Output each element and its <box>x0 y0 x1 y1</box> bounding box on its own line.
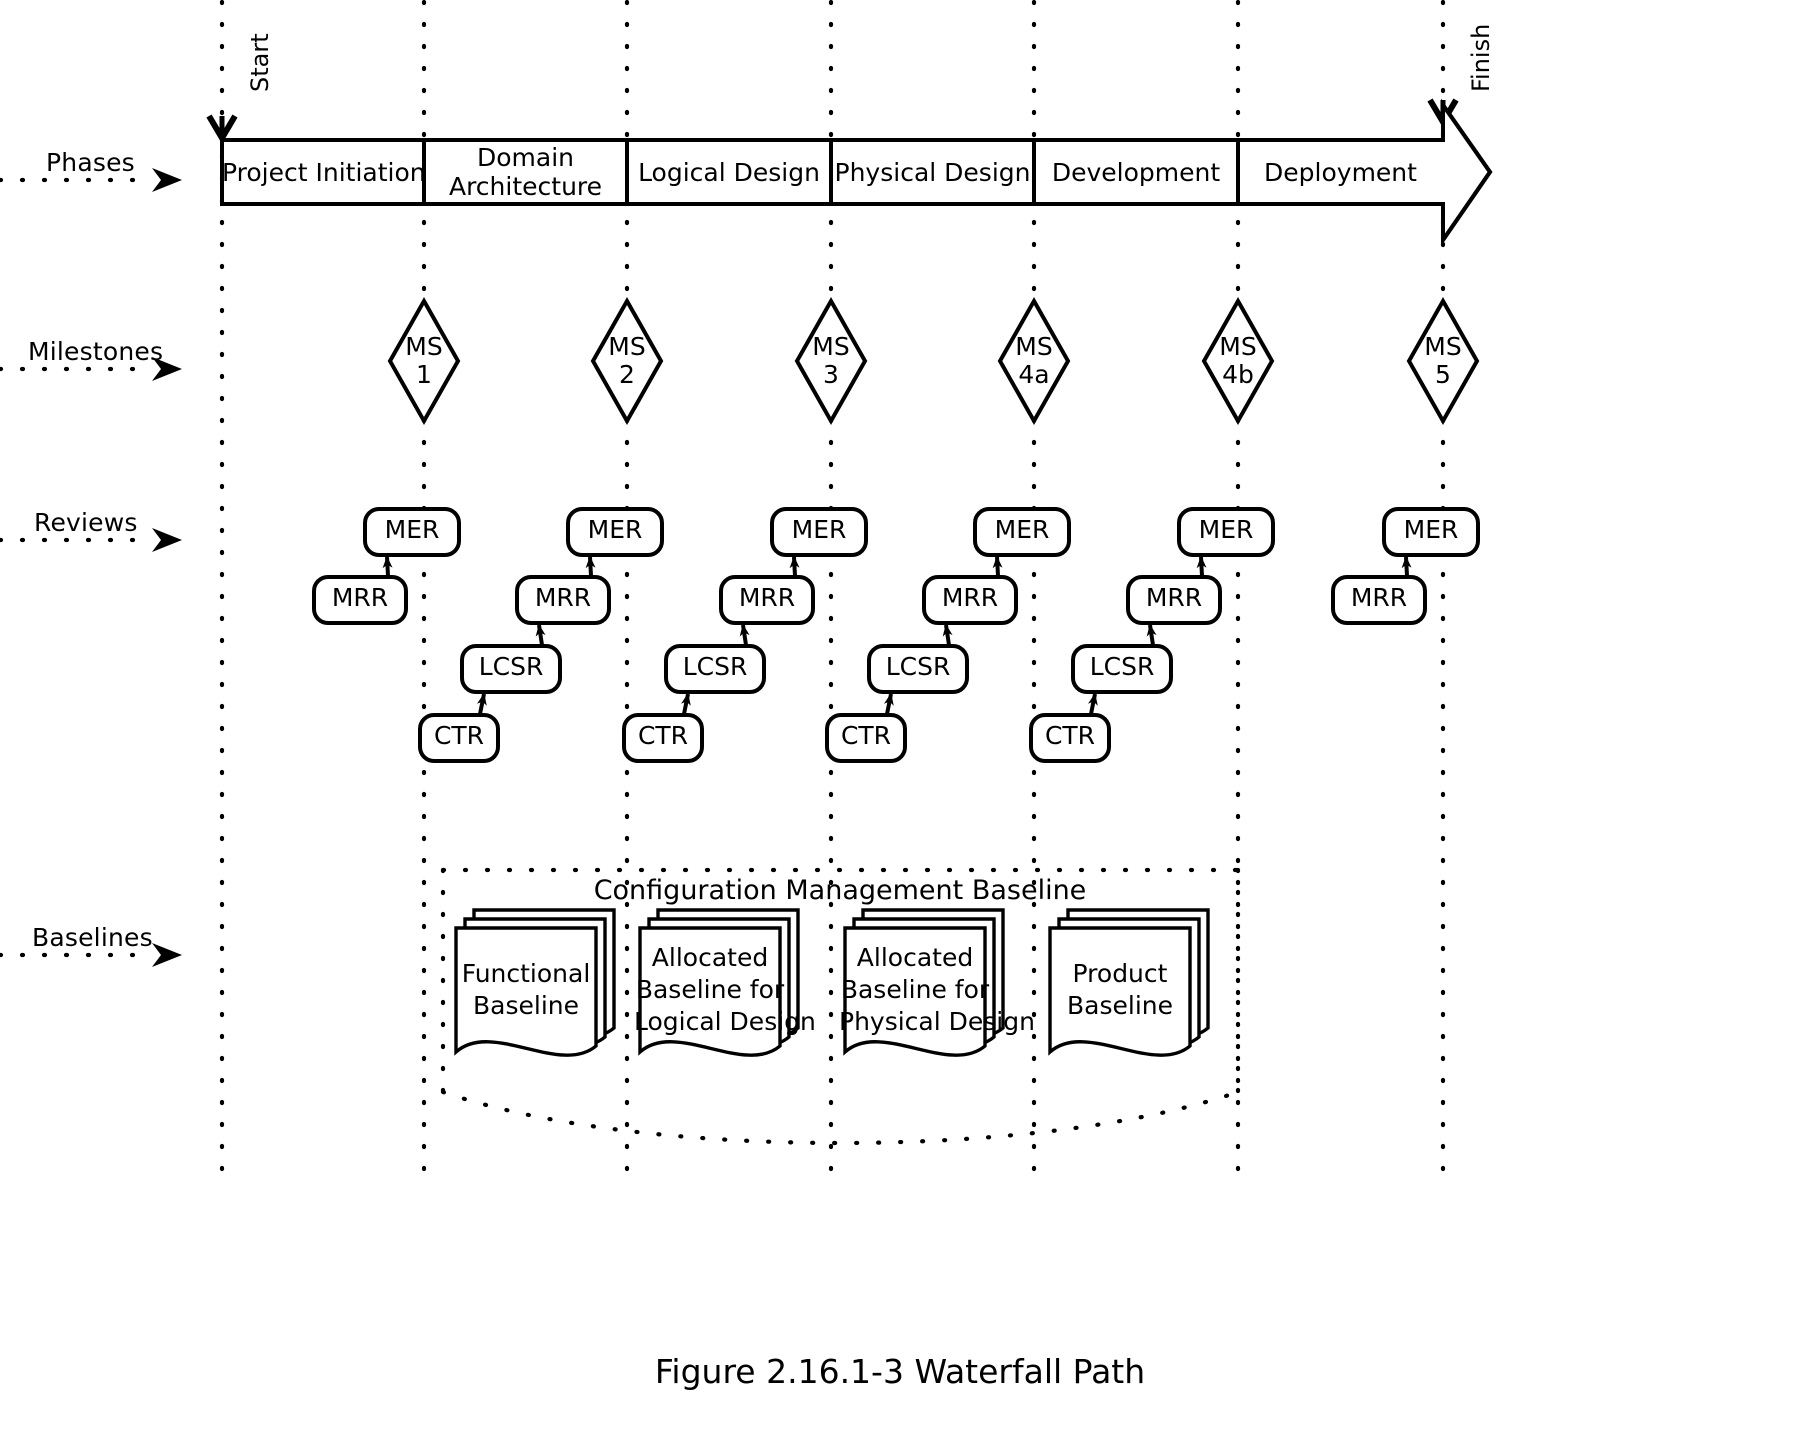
review-box-mer[interactable]: MER <box>1198 515 1254 544</box>
cm-baseline-title: Configuration Management Baseline <box>593 875 1087 906</box>
milestone-number: 2 <box>619 360 635 389</box>
review-box-ctr[interactable]: CTR <box>840 721 892 750</box>
review-box-ctr[interactable]: CTR <box>637 721 689 750</box>
milestone-code: MS <box>1219 332 1257 361</box>
phase-label: Physical Design <box>834 158 1031 187</box>
phase-label: Deployment <box>1264 158 1417 187</box>
phase-cell-5[interactable]: Development <box>1034 158 1238 188</box>
review-box-ctr[interactable]: CTR <box>433 721 485 750</box>
review-box-lcsr[interactable]: LCSR <box>682 652 748 681</box>
review-box-mer[interactable]: MER <box>384 515 440 544</box>
review-box-mrr[interactable]: MRR <box>534 583 592 612</box>
baseline-doc-label: Logical Design <box>634 1007 816 1036</box>
baseline-doc-label: Allocated <box>856 943 974 972</box>
milestone-number: 4a <box>1018 360 1050 389</box>
milestone-number: 3 <box>823 360 839 389</box>
review-box-lcsr[interactable]: LCSR <box>478 652 544 681</box>
phase-label: Development <box>1051 158 1221 187</box>
review-box-mer[interactable]: MER <box>791 515 847 544</box>
milestone-code: MS <box>405 332 443 361</box>
phase-cell-4[interactable]: Physical Design <box>831 158 1034 188</box>
baseline-doc-label: Baseline for <box>635 975 785 1004</box>
row-label-phases: Phases <box>46 148 135 177</box>
review-box-lcsr[interactable]: LCSR <box>885 652 951 681</box>
review-box-mrr[interactable]: MRR <box>1145 583 1203 612</box>
review-box-ctr[interactable]: CTR <box>1044 721 1096 750</box>
baseline-doc-label: Allocated <box>651 943 769 972</box>
finish-label: Finish <box>1467 23 1495 92</box>
milestone-code: MS <box>1015 332 1053 361</box>
milestone-code: MS <box>812 332 850 361</box>
milestone-code: MS <box>1424 332 1462 361</box>
row-label-milestones: Milestones <box>28 337 164 366</box>
milestone-number: 1 <box>416 360 432 389</box>
baseline-doc-label: Baseline <box>1067 991 1173 1020</box>
phase-cell-6[interactable]: Deployment <box>1238 158 1443 188</box>
phase-label: Domain <box>476 143 574 172</box>
phase-label: Project Initiation <box>222 158 426 187</box>
baseline-doc-label: Product <box>1072 959 1168 988</box>
review-box-mrr[interactable]: MRR <box>1350 583 1408 612</box>
milestone-code: MS <box>608 332 646 361</box>
review-box-mer[interactable]: MER <box>587 515 643 544</box>
phase-label: Logical Design <box>638 158 820 187</box>
phase-label: Architecture <box>448 171 603 201</box>
row-label-reviews: Reviews <box>34 508 138 537</box>
baseline-doc-label: Physical Design <box>839 1007 1035 1036</box>
start-label: Start <box>246 33 274 92</box>
review-box-mrr[interactable]: MRR <box>331 583 389 612</box>
phase-cell-3[interactable]: Logical Design <box>627 158 831 188</box>
baseline-doc-label: Baseline for <box>840 975 990 1004</box>
review-box-mrr[interactable]: MRR <box>941 583 999 612</box>
review-box-mer[interactable]: MER <box>1403 515 1459 544</box>
figure-caption: Figure 2.16.1-3 Waterfall Path <box>654 1352 1146 1391</box>
milestone-number: 4b <box>1222 360 1254 389</box>
phase-cell-1[interactable]: Project Initiation <box>222 158 426 188</box>
milestone-number: 5 <box>1435 360 1451 389</box>
baseline-doc-label: Functional <box>461 959 591 988</box>
row-label-baselines: Baselines <box>32 923 153 952</box>
baseline-doc-label: Baseline <box>473 991 579 1020</box>
review-box-lcsr[interactable]: LCSR <box>1089 652 1155 681</box>
review-box-mrr[interactable]: MRR <box>738 583 796 612</box>
review-box-mer[interactable]: MER <box>994 515 1050 544</box>
